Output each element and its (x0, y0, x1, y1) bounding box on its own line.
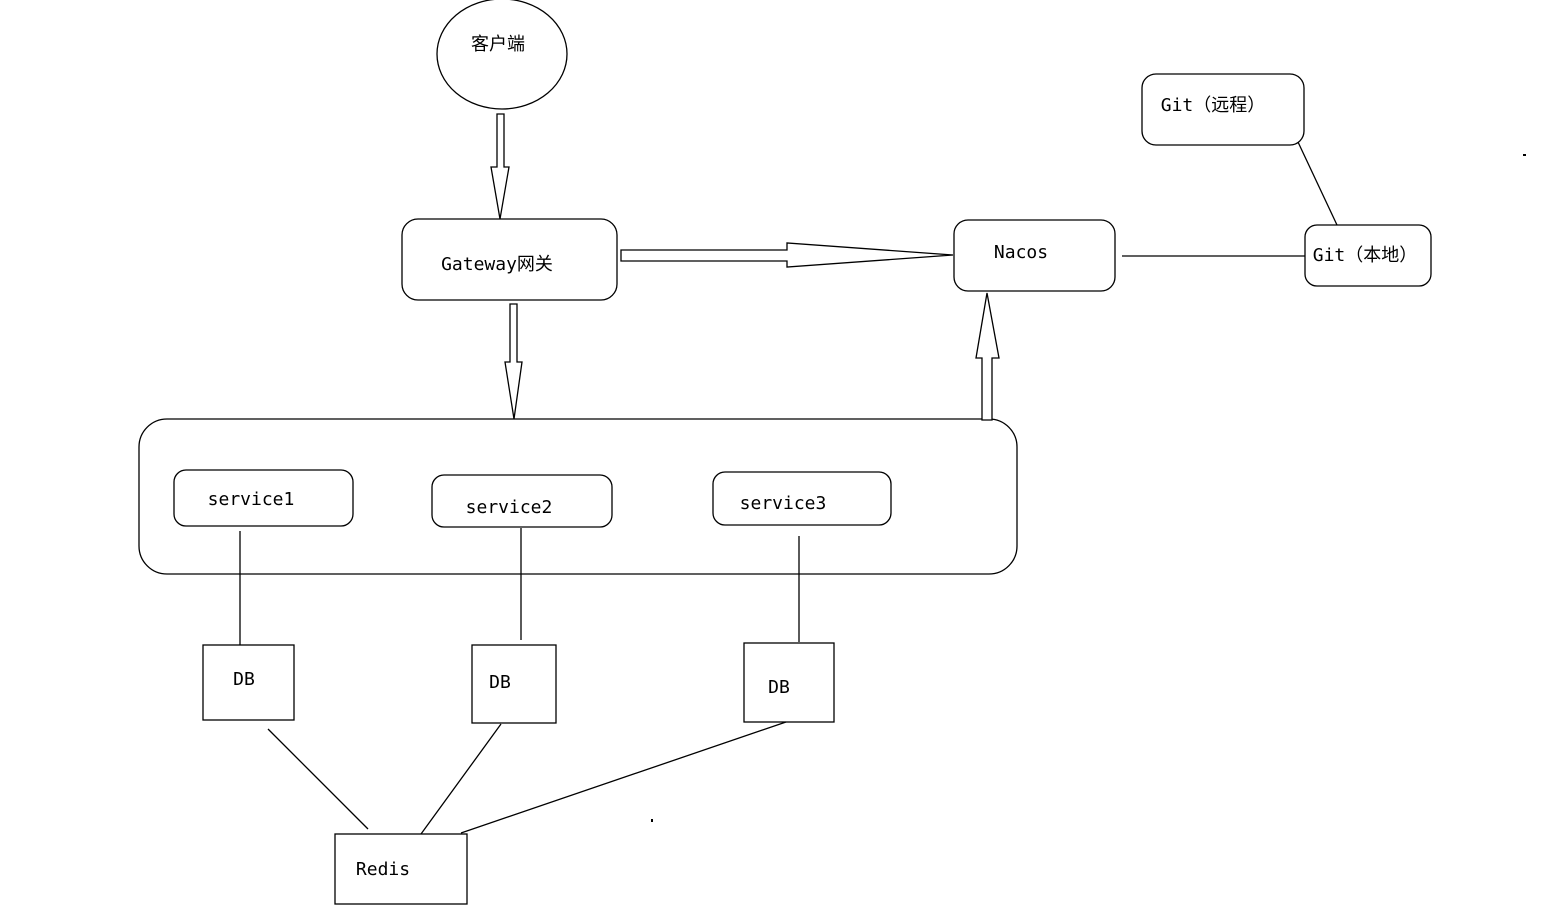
redis-node (334, 833, 468, 905)
service2-label: service2 (466, 497, 553, 518)
service3-node (712, 471, 892, 526)
db1-label: DB (233, 669, 255, 690)
client-label: 客户端 (471, 34, 525, 55)
arrow-gateway-to-nacos (620, 242, 954, 268)
db2-label: DB (489, 672, 511, 693)
gateway-label: Gateway网关 (441, 254, 553, 275)
line-db2-to-redis (420, 723, 502, 835)
line-db1-to-redis (267, 728, 369, 830)
arrow-client-to-gateway (490, 113, 510, 220)
stray-dot (1523, 154, 1526, 156)
client-node (436, 0, 568, 110)
nacos-label: Nacos (994, 242, 1048, 263)
line-git-remote-to-git-local (1297, 141, 1338, 226)
db2-node (471, 644, 557, 724)
gateway-node (401, 218, 618, 301)
db1-node (202, 644, 295, 721)
git-local-label: Git（本地） (1313, 245, 1418, 266)
git-remote-label: Git（远程） (1161, 95, 1266, 116)
service1-node (173, 469, 354, 527)
service1-label: service1 (208, 489, 295, 510)
arrow-services-to-nacos (975, 292, 1000, 421)
nacos-node (953, 219, 1116, 292)
service2-node (431, 474, 613, 528)
arrow-gateway-to-services (504, 303, 523, 420)
stray-dot (651, 819, 653, 822)
redis-label: Redis (356, 859, 410, 880)
git-remote-node (1141, 73, 1305, 146)
db3-label: DB (768, 677, 790, 698)
db3-node (743, 642, 835, 723)
line-db3-to-redis (460, 721, 787, 834)
service3-label: service3 (740, 493, 827, 514)
